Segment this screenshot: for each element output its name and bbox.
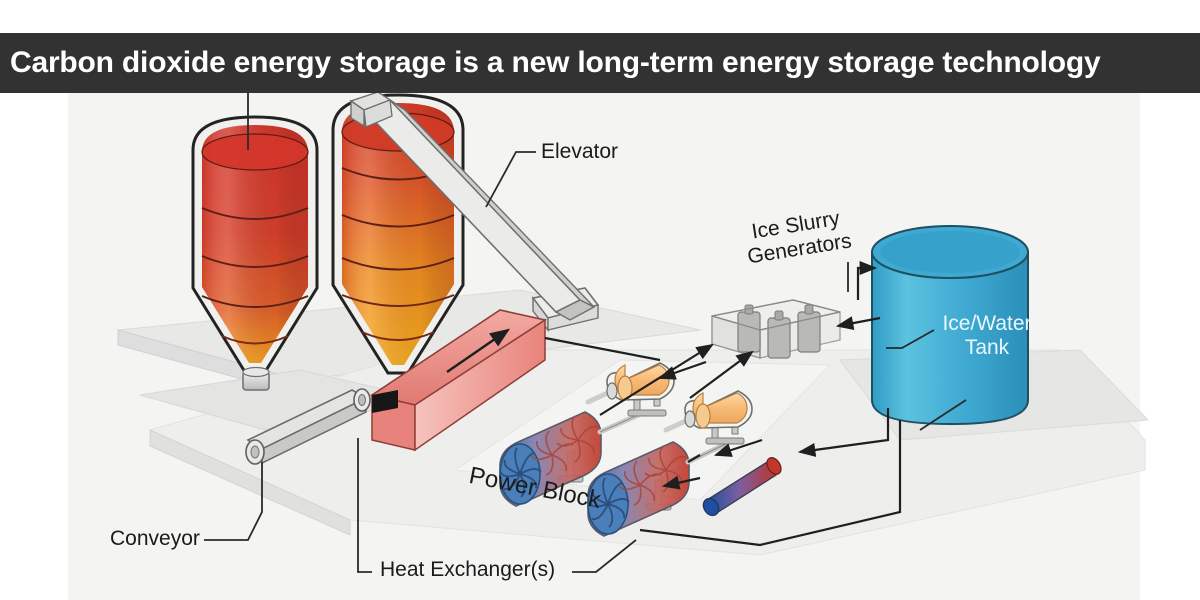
caption-text: Carbon dioxide energy storage is a new l… (10, 46, 1101, 79)
label-ice-water-line2: Tank (964, 336, 1010, 359)
label-heat-exchangers: Heat Exchanger(s) (380, 558, 556, 581)
label-ice-water-line1: Ice/Water (942, 312, 1032, 335)
label-elevator: Elevator (541, 140, 619, 163)
caption-banner: Carbon dioxide energy storage is a new l… (0, 33, 1200, 93)
label-conveyor: Conveyor (110, 527, 200, 550)
label-ice-water-tank: Ice/Water Tank (927, 312, 1047, 360)
